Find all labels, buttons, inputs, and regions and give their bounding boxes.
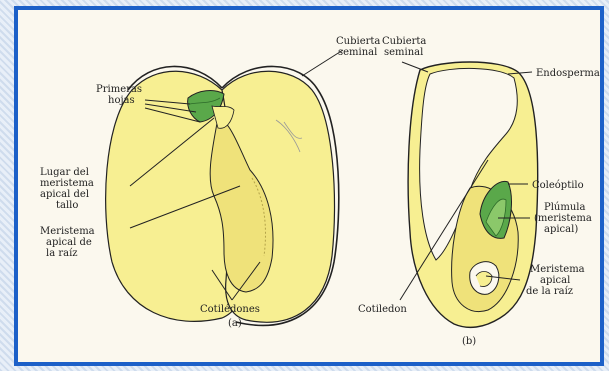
label-cubierta-a-2: seminal xyxy=(338,47,377,58)
label-primeras-hojas-1: Primeras xyxy=(96,84,142,95)
label-meristema-raiz-a-2: apical de xyxy=(46,237,92,248)
label-cotiledon: Cotiledon xyxy=(358,304,407,315)
label-cubierta-a-1: Cubierta xyxy=(336,36,380,47)
seed-b xyxy=(408,62,538,327)
label-lugar-4: tallo xyxy=(56,200,78,211)
label-plumula-2: (meristema xyxy=(534,213,592,224)
label-lugar-3: apical del xyxy=(40,189,89,200)
label-meristema-raiz-b-3: de la raíz xyxy=(526,286,573,297)
label-primeras-hojas-2: hojas xyxy=(108,95,135,106)
label-plumula-1: Plúmula xyxy=(544,202,585,213)
label-cubierta-b-2: seminal xyxy=(384,47,423,58)
label-lugar-1: Lugar del xyxy=(40,167,89,178)
label-meristema-raiz-a-3: la raíz xyxy=(46,248,78,259)
label-meristema-raiz-b-1: Meristema xyxy=(530,264,585,275)
label-cotiledones: Cotilédones xyxy=(200,304,260,315)
label-endosperma: Endosperma xyxy=(536,68,600,79)
label-cubierta-b-1: Cubierta xyxy=(382,36,426,47)
label-plumula-3: apical) xyxy=(544,224,578,235)
label-lugar-2: meristema xyxy=(40,178,94,189)
caption-a: (a) xyxy=(228,318,242,329)
label-coleoptilo: Coleóptilo xyxy=(532,180,584,191)
caption-b: (b) xyxy=(462,336,476,347)
label-meristema-raiz-a-1: Meristema xyxy=(40,226,95,237)
label-meristema-raiz-b-2: apical xyxy=(540,275,570,286)
seed-a xyxy=(106,66,339,325)
